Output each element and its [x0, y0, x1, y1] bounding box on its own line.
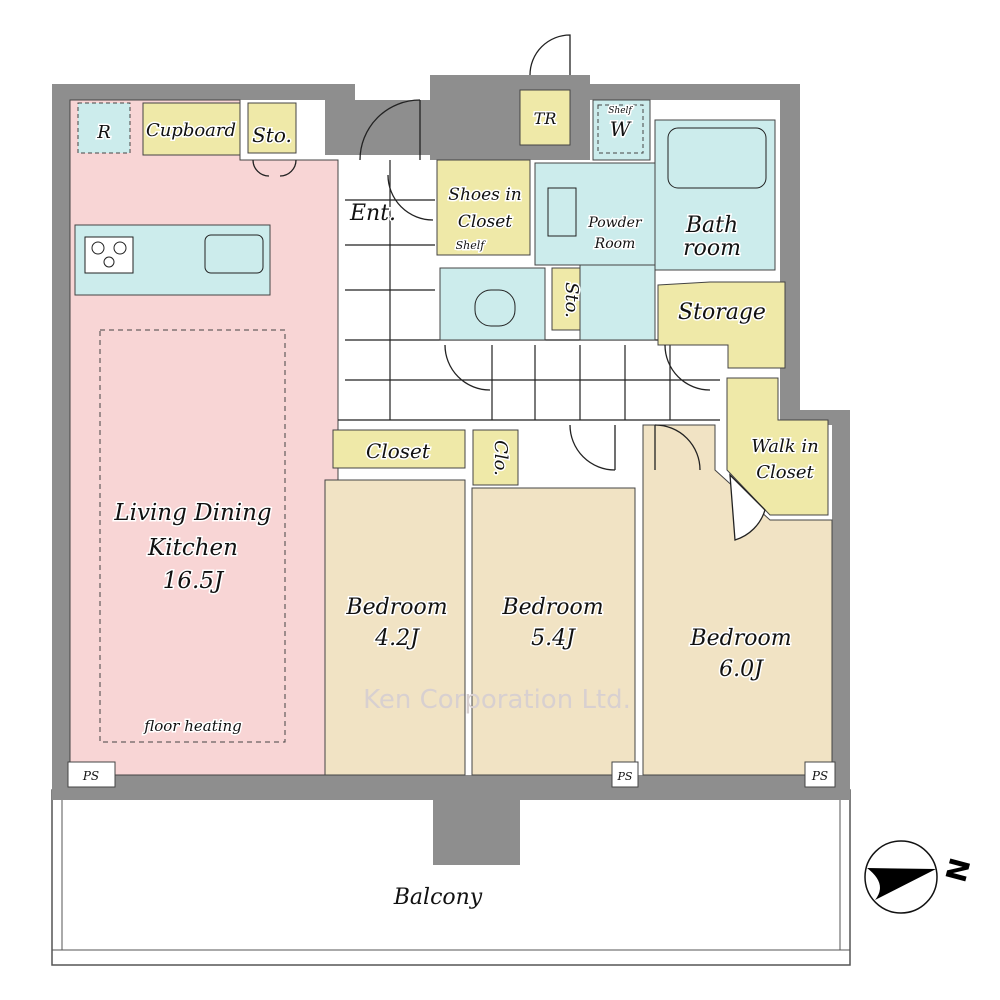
ldk-size: 16.5J: [163, 568, 225, 594]
storage-label: Storage: [678, 300, 766, 325]
cupboard-label: Cupboard: [146, 120, 236, 141]
north-label: N: [940, 855, 978, 886]
washbasin-icon: [547, 187, 577, 237]
closet-small: [472, 429, 519, 486]
sto-mid-label: Sto.: [561, 282, 582, 318]
floor-heating-area: [99, 329, 286, 743]
sto-top-label: Sto.: [252, 123, 292, 147]
storage-mid: [551, 267, 581, 331]
storage: [657, 281, 786, 369]
column: [433, 775, 520, 865]
floor-heating-label: floor heating: [143, 717, 242, 735]
shoes-in-closet: [436, 159, 531, 256]
walk-in-closet-label-1: Walk in: [751, 436, 818, 457]
w-label: W: [610, 117, 632, 141]
watermark: Ken Corporation Ltd.: [363, 685, 631, 715]
bathtub-icon: [667, 127, 767, 189]
shoes-closet-label-2: Closet: [458, 212, 512, 232]
stove-icon: [84, 236, 134, 274]
washer-space: [592, 99, 651, 161]
storage-top: [247, 102, 297, 154]
closet-label: Closet: [366, 439, 431, 463]
doors: [252, 34, 766, 541]
bedroom-3: [642, 424, 833, 776]
ps-label: PS: [617, 770, 633, 783]
compass-icon: N: [864, 840, 978, 914]
bedroom-2-label: Bedroom: [501, 595, 603, 620]
pipe-space-3: [804, 761, 836, 788]
powder-room-label-1: Powder: [587, 215, 643, 231]
bedroom-1: [324, 479, 466, 776]
r-label: R: [96, 122, 111, 143]
bathroom-label-1: Bath: [685, 213, 738, 238]
pipe-space-2: [611, 761, 639, 788]
sink-icon: [204, 234, 264, 274]
shoes-closet-label-1: Shoes in: [448, 185, 521, 205]
walk-in-closet: [726, 377, 829, 516]
cupboard: [142, 102, 241, 156]
bedroom-3-size: 6.0J: [719, 657, 764, 682]
ldk-label-1: Living Dining: [113, 500, 271, 526]
bathroom-label-2: room: [683, 236, 741, 261]
bedroom-1-size: 4.2J: [374, 626, 420, 651]
closet: [332, 429, 466, 469]
shelf-label: Shelf: [608, 106, 633, 116]
ldk-label-2: Kitchen: [147, 535, 238, 561]
shelf-label: Shelf: [456, 239, 487, 252]
trunk-room: [519, 89, 571, 146]
toilet-icon: [474, 289, 516, 327]
bedroom-2: [471, 487, 636, 776]
balcony-label: Balcony: [393, 885, 483, 910]
tr-label: TR: [534, 109, 557, 128]
ps-label: PS: [811, 769, 828, 783]
bedroom-2-size: 5.4J: [531, 626, 576, 651]
clo-label: Clo.: [490, 440, 511, 476]
refrigerator-space: [77, 102, 131, 154]
ps-label: PS: [82, 769, 99, 783]
powder-room-label-2: Room: [594, 236, 636, 252]
living-dining-kitchen: [69, 99, 339, 776]
bedroom-3-label: Bedroom: [689, 626, 791, 651]
bedroom-1-label: Bedroom: [345, 595, 447, 620]
entrance-label: Ent.: [349, 201, 396, 226]
pipe-space-1: [67, 761, 116, 788]
walk-in-closet-label-2: Closet: [756, 462, 814, 483]
